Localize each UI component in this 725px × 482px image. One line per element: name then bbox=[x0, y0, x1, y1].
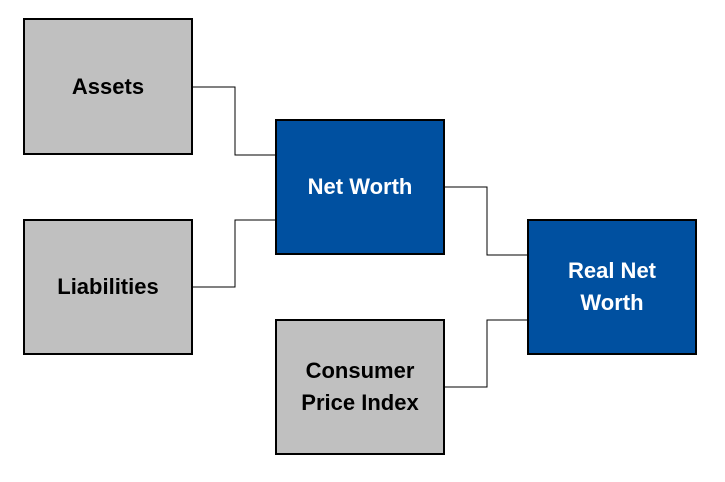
node-consumer-price-index: Consumer Price Index bbox=[275, 319, 445, 455]
node-assets: Assets bbox=[23, 18, 193, 155]
connector-cpi-to-real-net-worth bbox=[445, 319, 527, 388]
node-real-net-worth: Real Net Worth bbox=[527, 219, 697, 355]
node-net-worth: Net Worth bbox=[275, 119, 445, 255]
connector-assets-to-net-worth bbox=[193, 86, 275, 156]
node-liabilities-label: Liabilities bbox=[57, 274, 159, 299]
connector-liabilities-to-net-worth bbox=[193, 219, 275, 288]
node-real-net-worth-label: Real Net Worth bbox=[567, 258, 657, 315]
node-assets-label: Assets bbox=[71, 73, 145, 99]
node-liabilities: Liabilities bbox=[23, 219, 193, 355]
connector-net-worth-to-real-net-worth bbox=[445, 186, 527, 256]
node-consumer-price-index-label: Consumer Price Index bbox=[301, 358, 419, 415]
node-net-worth-label: Net Worth bbox=[307, 174, 413, 199]
